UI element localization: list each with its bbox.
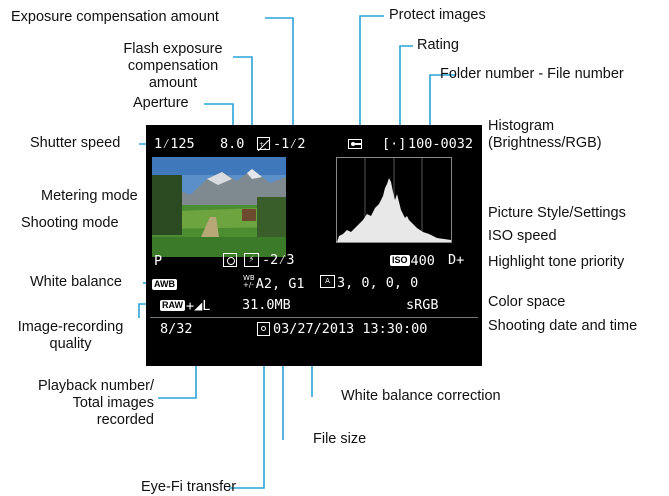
- label-aperture: Aperture: [133, 95, 189, 111]
- label-shutter: Shutter speed: [30, 135, 121, 151]
- picture-style-value: 3, 0, 0, 0: [337, 275, 419, 291]
- label-picture-style: Picture Style/Settings: [488, 205, 626, 221]
- iso-value: 400: [410, 253, 435, 269]
- picture-style-icon: A: [320, 275, 335, 288]
- metering-mode-icon: [223, 253, 237, 267]
- htp-value: D+: [448, 252, 465, 268]
- wb-shift-icon: WB+/-: [243, 274, 255, 289]
- label-protect: Protect images: [389, 7, 486, 23]
- flash-comp-value: -2⁄3: [262, 252, 295, 268]
- leader-exposure-comp: [265, 17, 294, 140]
- folder-file-value: 100-0032: [408, 136, 474, 152]
- label-histogram: Histogram (Brightness/RGB): [488, 118, 602, 151]
- label-rating: Rating: [417, 37, 459, 53]
- exposure-comp-icon: +-: [257, 137, 270, 152]
- thumbnail-image: [152, 157, 286, 257]
- label-eyefi: Eye-Fi transfer: [141, 479, 237, 495]
- svg-text:-: -: [264, 145, 266, 151]
- label-flash-comp: Flash exposure compensation amount: [123, 41, 223, 91]
- quality-value: +◢L: [186, 298, 211, 314]
- label-quality: Image-recording quality: [17, 319, 124, 352]
- histogram-graph: [337, 158, 451, 242]
- color-space-value: sRGB: [406, 297, 439, 313]
- exposure-comp-value: -1⁄2: [273, 136, 306, 152]
- leader-eyefi: [229, 340, 265, 489]
- label-color-space: Color space: [488, 294, 566, 310]
- aperture-value: 8.0: [220, 136, 245, 152]
- label-date-time: Shooting date and time: [488, 318, 638, 334]
- file-size-value: 31.0MB: [242, 297, 291, 313]
- label-shooting-mode: Shooting mode: [21, 215, 119, 231]
- label-folder-file: Folder number - File number: [440, 66, 624, 82]
- leader-protect: [359, 15, 384, 140]
- label-exposure-comp: Exposure compensation amount: [11, 9, 219, 25]
- flash-comp-icon: ⚡: [244, 253, 259, 267]
- shooting-mode-value: P: [154, 253, 163, 269]
- svg-text:+: +: [259, 141, 264, 148]
- label-iso: ISO speed: [488, 228, 557, 244]
- quality-indicator: RAW+◢L: [160, 297, 211, 315]
- rating-value: [·]: [382, 136, 407, 152]
- protect-key-icon: [348, 139, 362, 149]
- playback-value: 8/32: [160, 321, 193, 337]
- eyefi-icon: [257, 322, 270, 336]
- label-htp: Highlight tone priority: [488, 254, 625, 270]
- screen-divider: [150, 317, 478, 318]
- wb-correction-value: A2, G1: [255, 276, 305, 292]
- label-metering: Metering mode: [41, 188, 138, 204]
- histogram-box: [336, 157, 452, 243]
- shutter-value: 1⁄125: [154, 136, 195, 152]
- label-white-balance: White balance: [30, 274, 122, 290]
- wb-badge: AWB: [152, 279, 177, 291]
- leader-folder-file: [429, 74, 455, 140]
- label-file-size: File size: [313, 431, 367, 447]
- wb-indicator: AWB: [152, 276, 177, 294]
- iso-badge: ISO: [390, 255, 410, 267]
- wb-correction-indicator: WB+/-A2, G1: [243, 274, 305, 293]
- raw-badge: RAW: [160, 300, 185, 312]
- label-wb-correction: White balance correction: [341, 388, 501, 404]
- date-time-value: 03/27/2013 13:30:00: [273, 321, 428, 337]
- leader-rating: [399, 45, 413, 140]
- camera-lcd-screen: 1⁄125 8.0 +- -1⁄2 [·] 100-0032: [146, 125, 482, 366]
- label-playback: Playback number/ Total images recorded: [37, 378, 154, 428]
